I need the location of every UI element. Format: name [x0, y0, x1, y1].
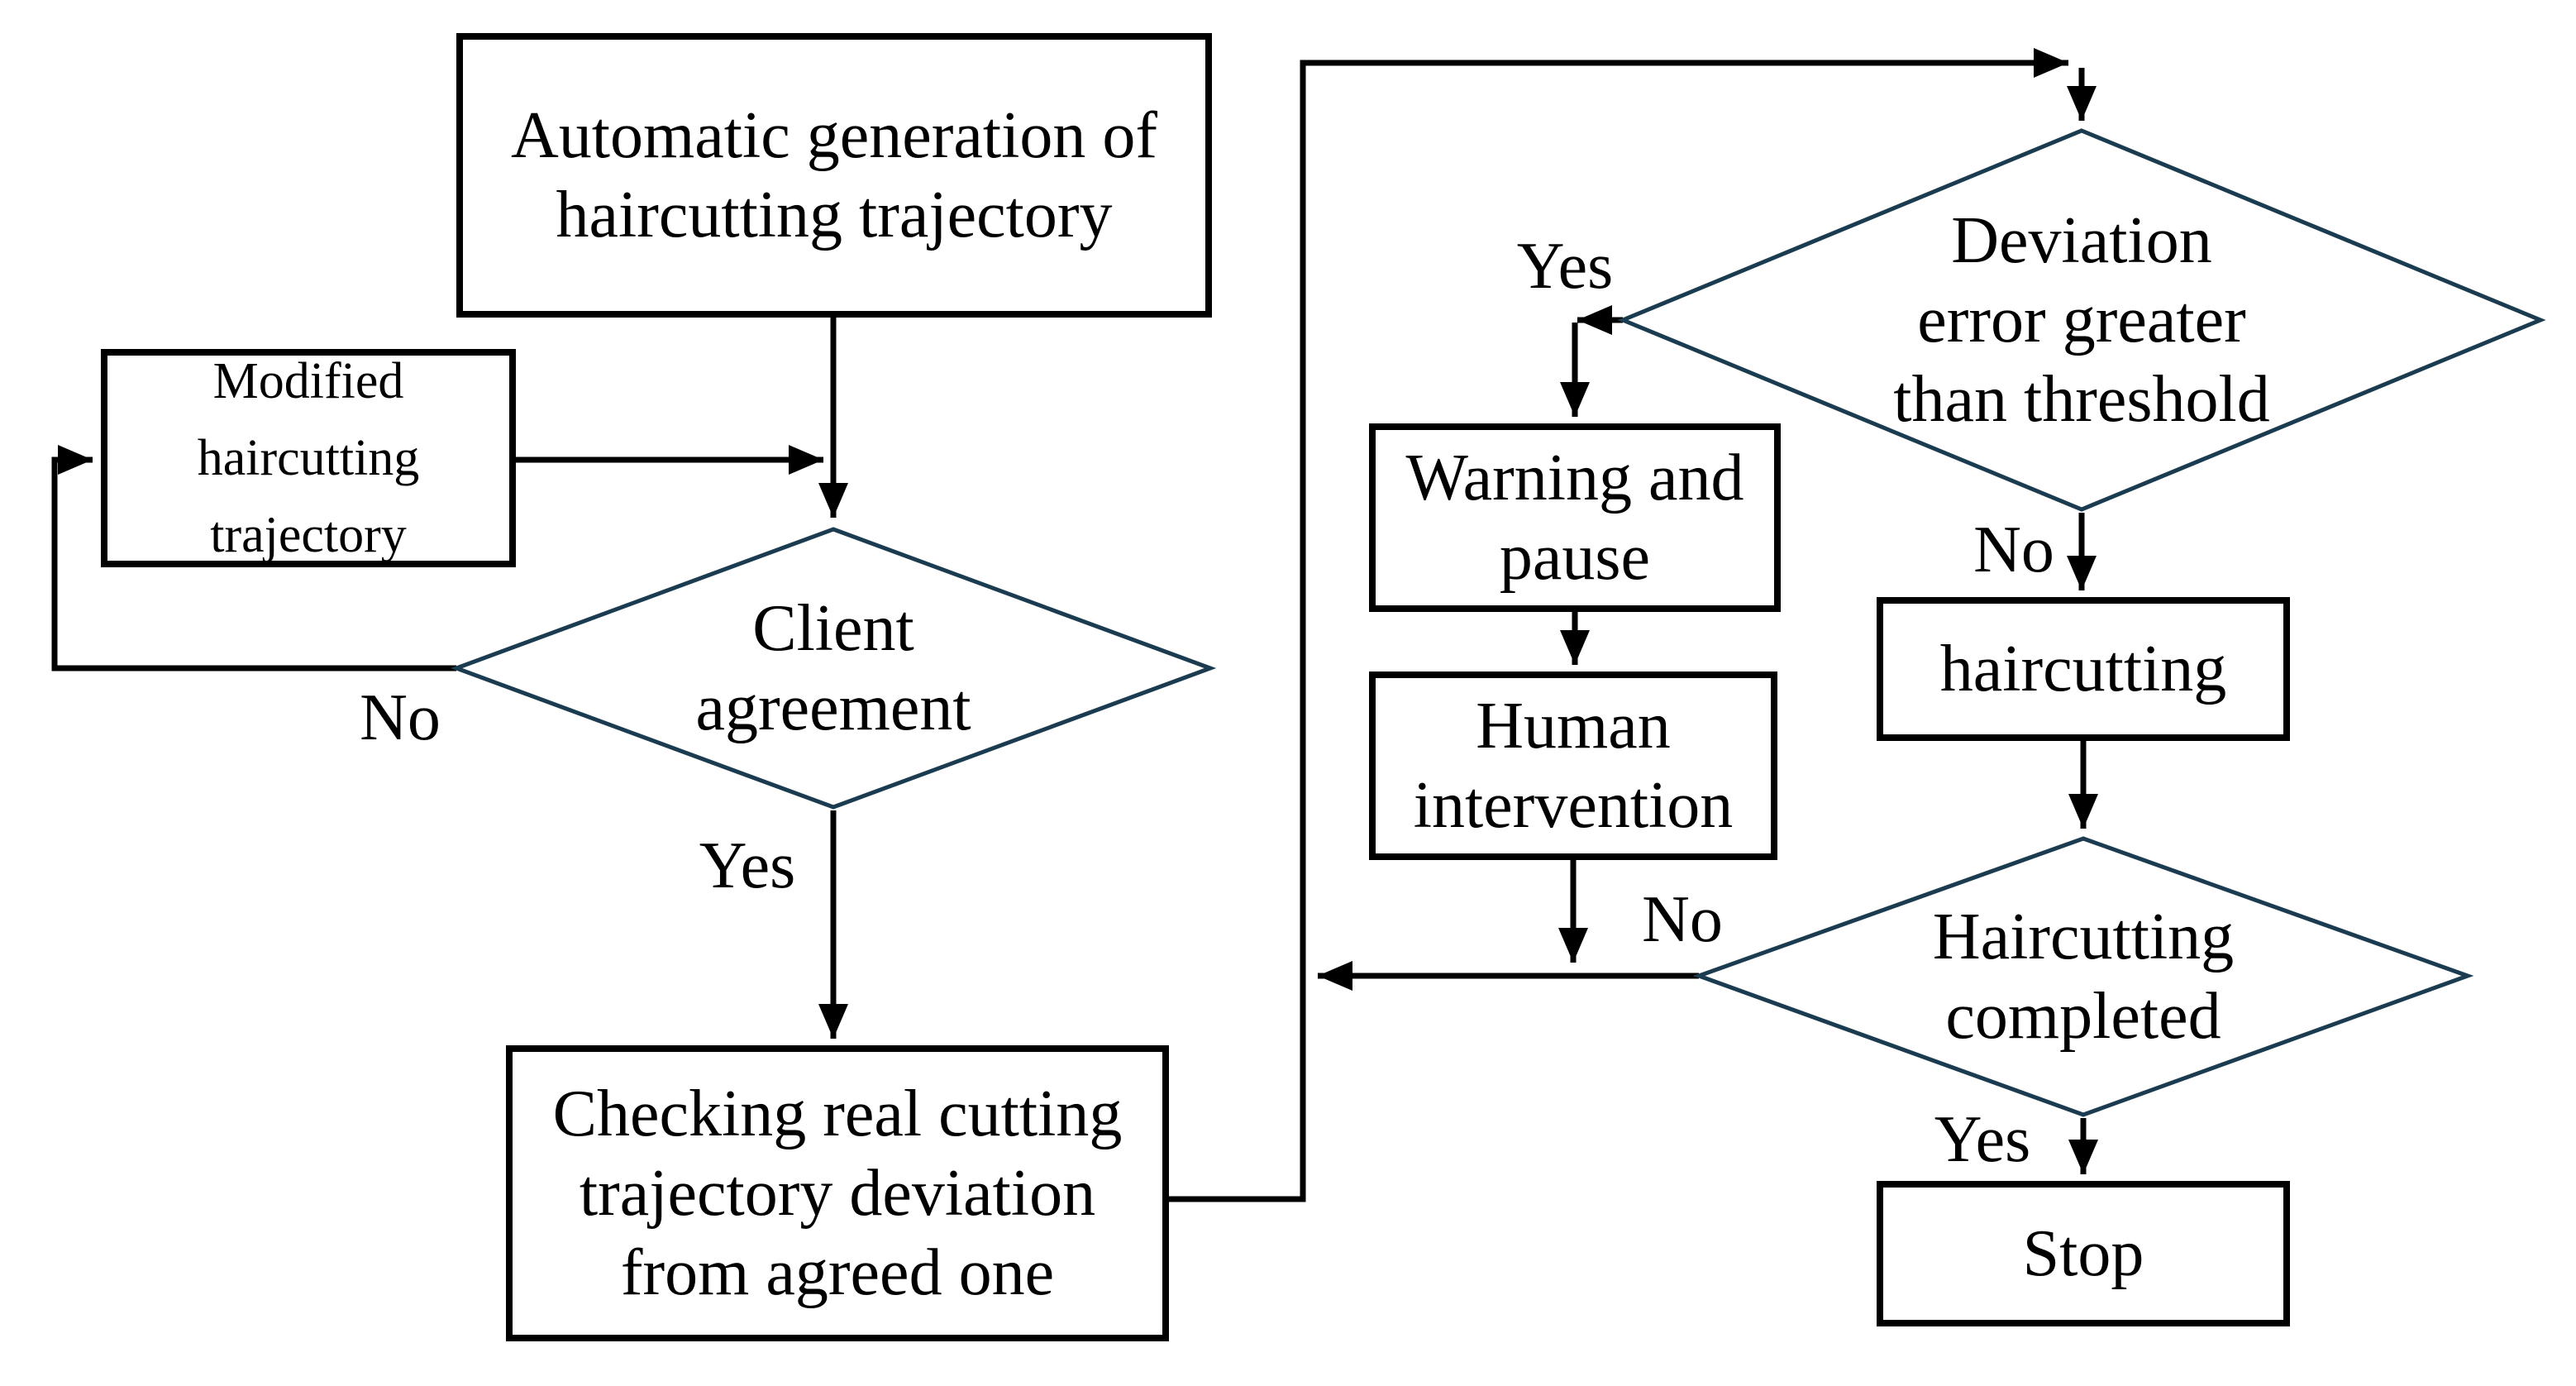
process-box-checking: [506, 1045, 1169, 1341]
process-box-stop: [1877, 1181, 2290, 1326]
edge-client-no-loop: [51, 445, 456, 671]
process-box-warning: [1369, 423, 1781, 612]
decision-diamonds-group: [450, 128, 2546, 1117]
decision-diamond-deviation-error: [1617, 128, 2546, 512]
process-boxes-group: [101, 33, 2290, 1341]
decision-diamond-client-agreement: [450, 527, 1217, 810]
process-box-modified: [101, 349, 516, 567]
decision-diamond-haircutting-completed: [1692, 836, 2474, 1117]
edges-group: [51, 48, 2098, 1202]
edge-checking-riser-to-top: [1166, 48, 2068, 1202]
process-box-human: [1369, 671, 1777, 860]
process-box-auto-generation: [456, 33, 1212, 318]
process-box-haircutting: [1877, 597, 2290, 741]
